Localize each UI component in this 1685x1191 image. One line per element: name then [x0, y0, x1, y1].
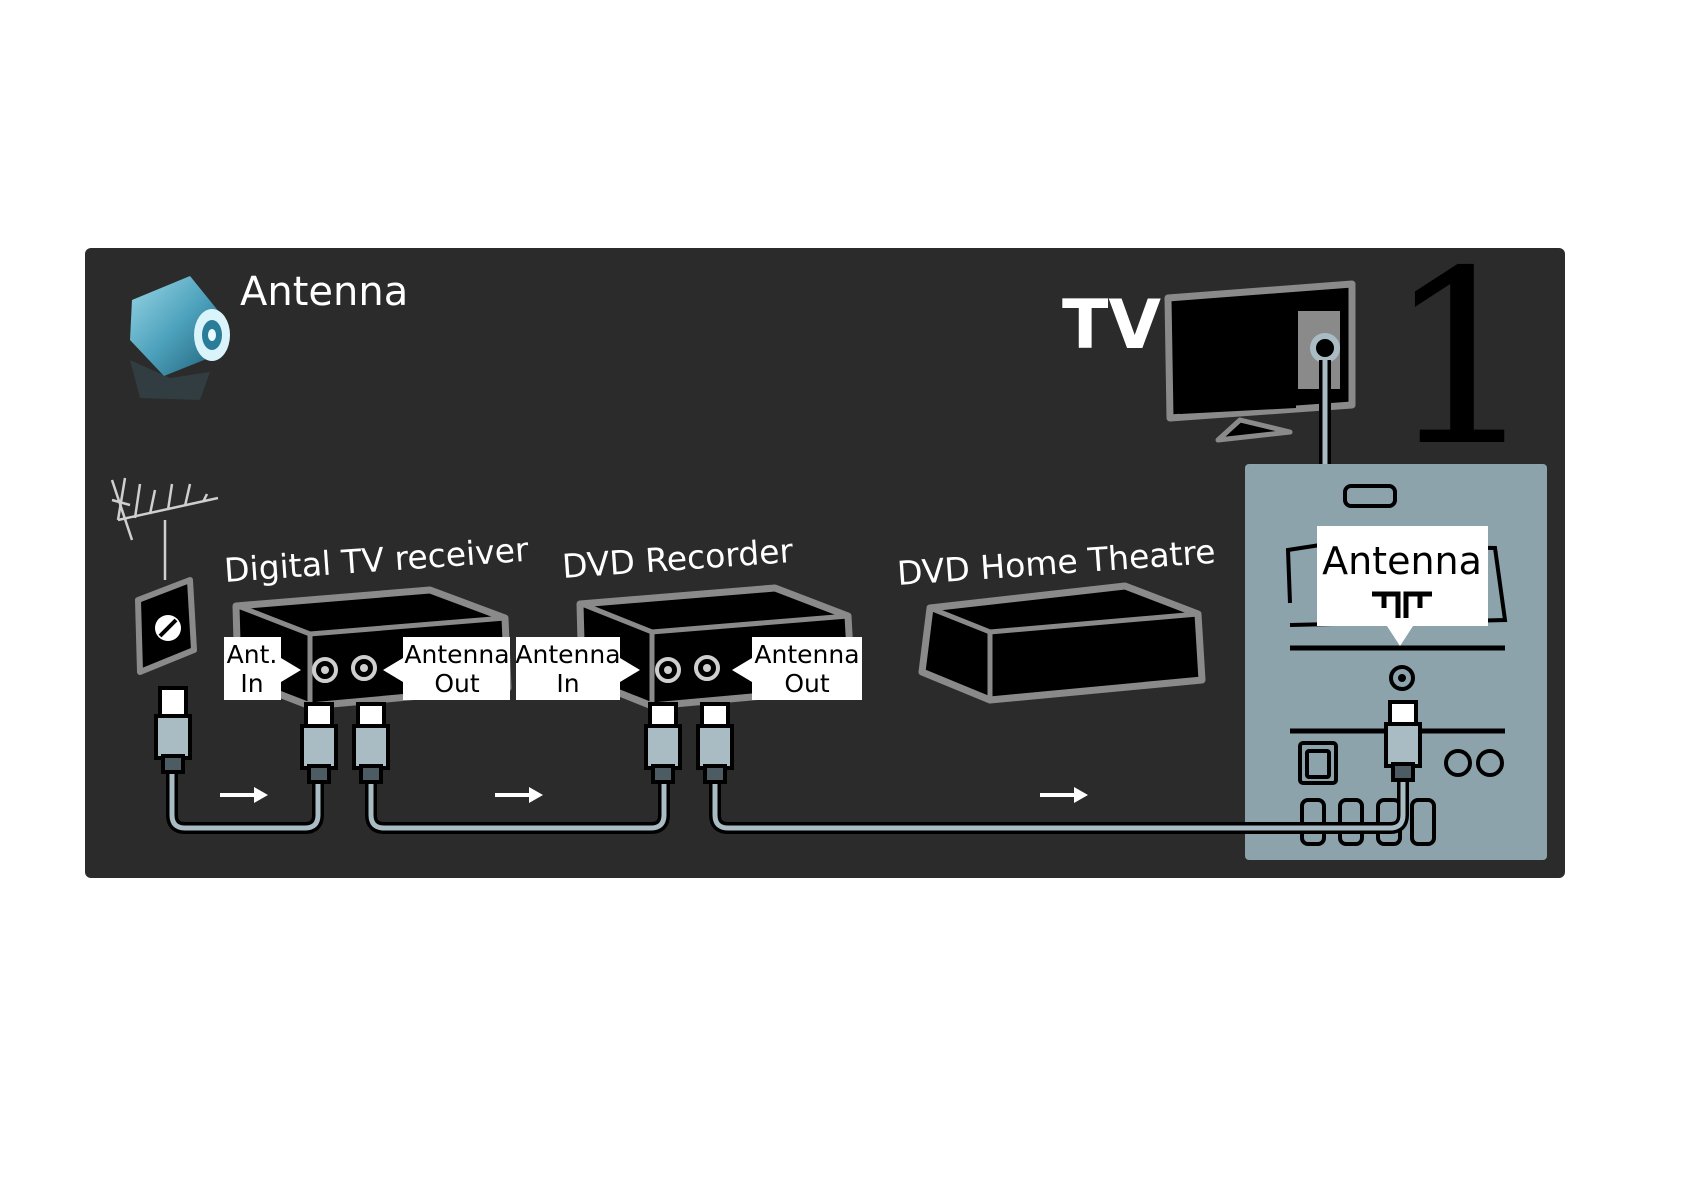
plug-receiver-in	[302, 704, 336, 782]
receiver-in-line2: In	[240, 669, 263, 698]
plug-recorder-in	[646, 704, 680, 782]
tv-antenna-label: Antenna	[1322, 539, 1482, 583]
step-number: 1	[1386, 219, 1539, 499]
receiver-out-line2: Out	[434, 669, 480, 698]
recorder-out-line2: Out	[784, 669, 830, 698]
tv-label: TV	[1062, 286, 1161, 365]
plug-recorder-out	[698, 704, 732, 782]
page-title: Antenna	[240, 269, 408, 315]
recorder-in-line1: Antenna	[515, 640, 620, 669]
recorder-out-line1: Antenna	[754, 640, 859, 669]
receiver-out-line1: Antenna	[404, 640, 509, 669]
plug-receiver-out	[354, 704, 388, 782]
plug-wall	[156, 688, 190, 772]
home-theatre-box	[922, 586, 1202, 700]
plug-tv	[1386, 702, 1420, 780]
recorder-in-line2: In	[556, 669, 579, 698]
receiver-in-line1: Ant.	[227, 640, 278, 669]
